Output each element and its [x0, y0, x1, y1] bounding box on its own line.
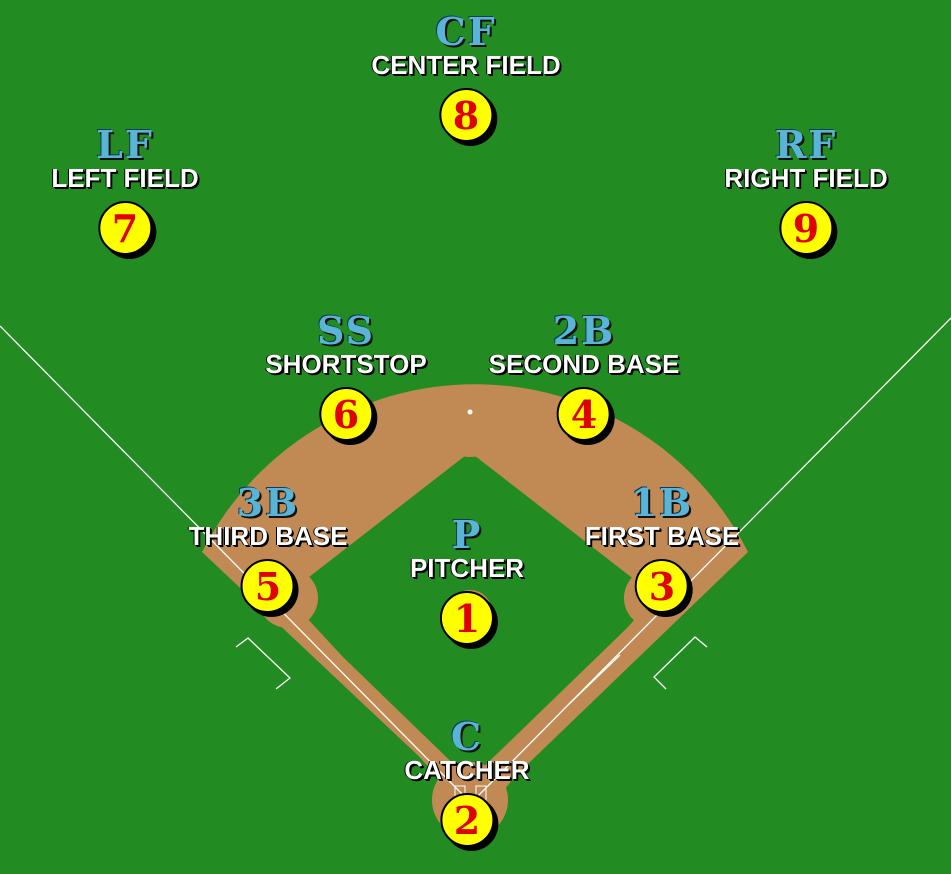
- position-number-marker: 6: [318, 387, 373, 441]
- position-abbreviation: LF: [96, 122, 154, 167]
- position-shortstop: SS SHORTSTOP 6: [265, 308, 427, 441]
- position-number-marker: 3: [634, 559, 689, 613]
- position-name: SHORTSTOP: [265, 349, 427, 379]
- position-name: LEFT FIELD: [51, 163, 199, 193]
- position-number-marker: 9: [779, 201, 833, 255]
- first-base-coach-box: [653, 636, 708, 690]
- second-base-dirt: [438, 393, 502, 457]
- position-right-field: RF RIGHT FIELD 9: [724, 122, 888, 255]
- position-abbreviation: RF: [774, 122, 838, 167]
- third-base-foul-line: [0, 325, 467, 799]
- position-third-base: 3B THIRD BASE 5: [188, 480, 348, 613]
- running-lane: [567, 654, 621, 706]
- position-number-marker: 7: [97, 201, 152, 255]
- position-center-field: CF CENTER FIELD 8: [371, 9, 561, 142]
- position-abbreviation: 3B: [236, 480, 300, 525]
- second-base-bag: [467, 409, 473, 415]
- position-second-base: 2B SECOND BASE 4: [488, 308, 680, 441]
- position-pitcher: P PITCHER 1: [410, 516, 524, 645]
- position-name: FIRST BASE: [584, 521, 740, 551]
- position-abbreviation: SS: [316, 308, 376, 353]
- position-name: THIRD BASE: [188, 521, 348, 551]
- position-name: PITCHER: [409, 553, 525, 583]
- first-base-foul-line: [475, 317, 951, 799]
- position-abbreviation: 2B: [552, 308, 616, 353]
- position-name: SECOND BASE: [488, 349, 680, 379]
- position-number-marker: 4: [556, 387, 611, 441]
- position-name: RIGHT FIELD: [724, 163, 888, 193]
- position-abbreviation: C: [450, 714, 484, 759]
- third-base-coach-box: [235, 637, 291, 690]
- position-number-marker: 2: [440, 793, 494, 847]
- position-first-base: 1B FIRST BASE 3: [584, 480, 740, 613]
- third-base-path: [282, 598, 475, 806]
- position-catcher: C CATCHER 2: [404, 714, 530, 847]
- position-number-marker: 1: [440, 591, 494, 645]
- position-name: CATCHER: [404, 755, 530, 785]
- position-number-marker: 8: [438, 88, 493, 142]
- position-abbreviation: 1B: [630, 480, 694, 525]
- position-left-field: LF LEFT FIELD 7: [51, 122, 199, 255]
- position-abbreviation: CF: [435, 9, 497, 54]
- position-number-marker: 5: [241, 559, 295, 613]
- position-abbreviation: P: [451, 512, 483, 557]
- position-name: CENTER FIELD: [371, 50, 561, 80]
- first-base-path: [478, 598, 660, 806]
